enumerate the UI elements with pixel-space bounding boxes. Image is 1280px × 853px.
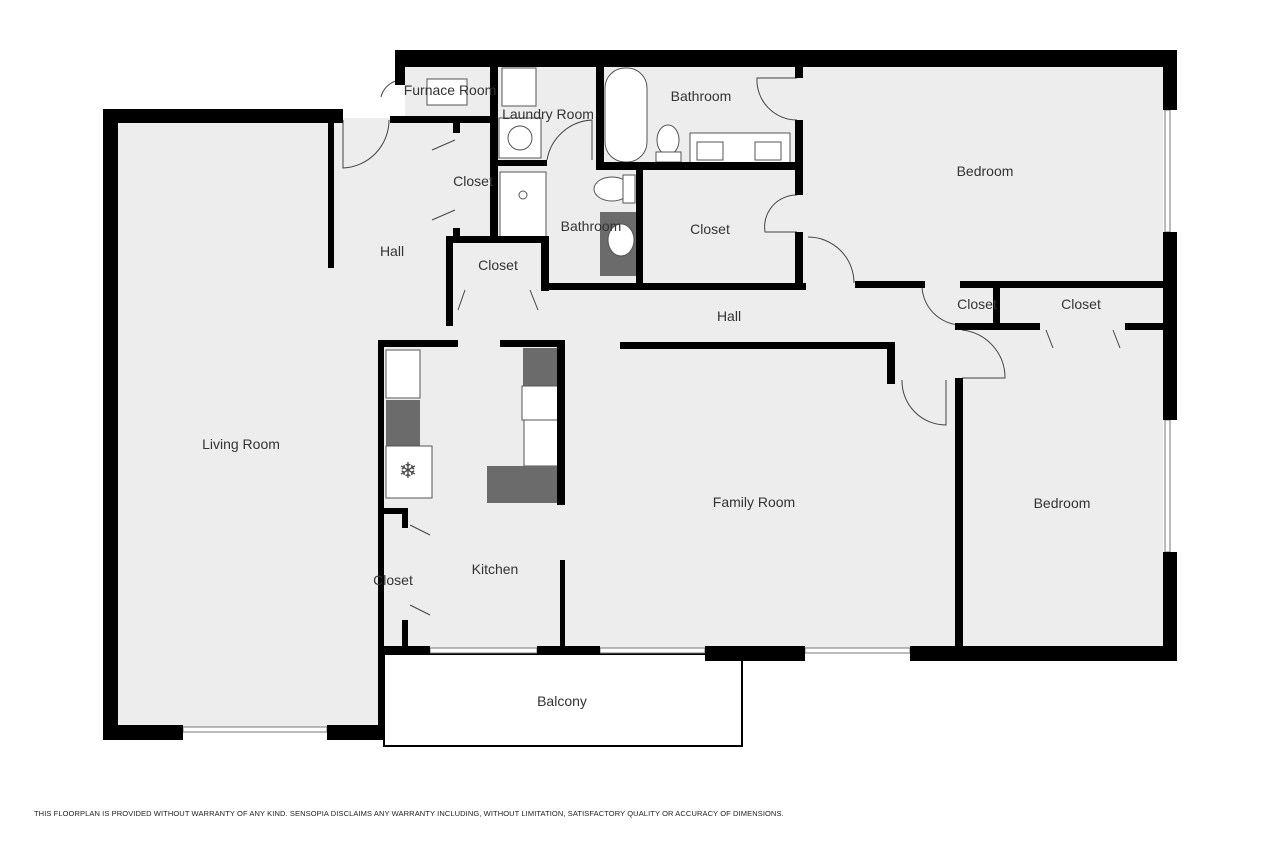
label-closet-right: Closet xyxy=(1061,296,1101,312)
label-closet-hall-upper: Closet xyxy=(453,173,493,189)
label-closet-kitchen: Closet xyxy=(373,572,413,588)
room-labels: Furnace Room Laundry Room Bathroom Bedro… xyxy=(202,82,1101,709)
label-closet-bedroom: Closet xyxy=(690,221,730,237)
walls xyxy=(103,50,1177,740)
label-furnace-room: Furnace Room xyxy=(404,82,497,98)
dryer-icon xyxy=(501,67,537,107)
kitchen-sink-icon xyxy=(523,419,559,467)
dishwasher-icon xyxy=(521,385,559,421)
label-balcony: Balcony xyxy=(537,693,587,709)
label-hall-center: Hall xyxy=(717,308,741,324)
label-living-room: Living Room xyxy=(202,436,280,452)
label-bathroom-small: Bathroom xyxy=(561,218,622,234)
svg-text:❄: ❄ xyxy=(399,458,417,483)
label-closet-hall-lower: Closet xyxy=(478,257,518,273)
furnace-icon xyxy=(426,78,468,106)
stove-icon xyxy=(385,349,421,399)
fridge-icon xyxy=(385,445,433,499)
label-bathroom-main: Bathroom xyxy=(671,88,732,104)
label-bedroom-top: Bedroom xyxy=(957,163,1014,179)
shower-icon xyxy=(499,171,547,239)
disclaimer-text: THIS FLOORPLAN IS PROVIDED WITHOUT WARRA… xyxy=(34,809,784,818)
fixtures: ❄ xyxy=(385,67,791,503)
label-laundry-room: Laundry Room xyxy=(502,106,594,122)
balcony-area xyxy=(383,653,743,747)
toilet-icon xyxy=(656,124,680,156)
label-bedroom-bottom: Bedroom xyxy=(1034,495,1091,511)
bathtub-icon xyxy=(604,67,648,163)
label-kitchen: Kitchen xyxy=(472,561,519,577)
label-closet-small-right: Closet xyxy=(957,296,997,312)
label-family-room: Family Room xyxy=(713,494,795,510)
label-hall-left: Hall xyxy=(380,243,404,259)
doors xyxy=(342,77,1121,616)
